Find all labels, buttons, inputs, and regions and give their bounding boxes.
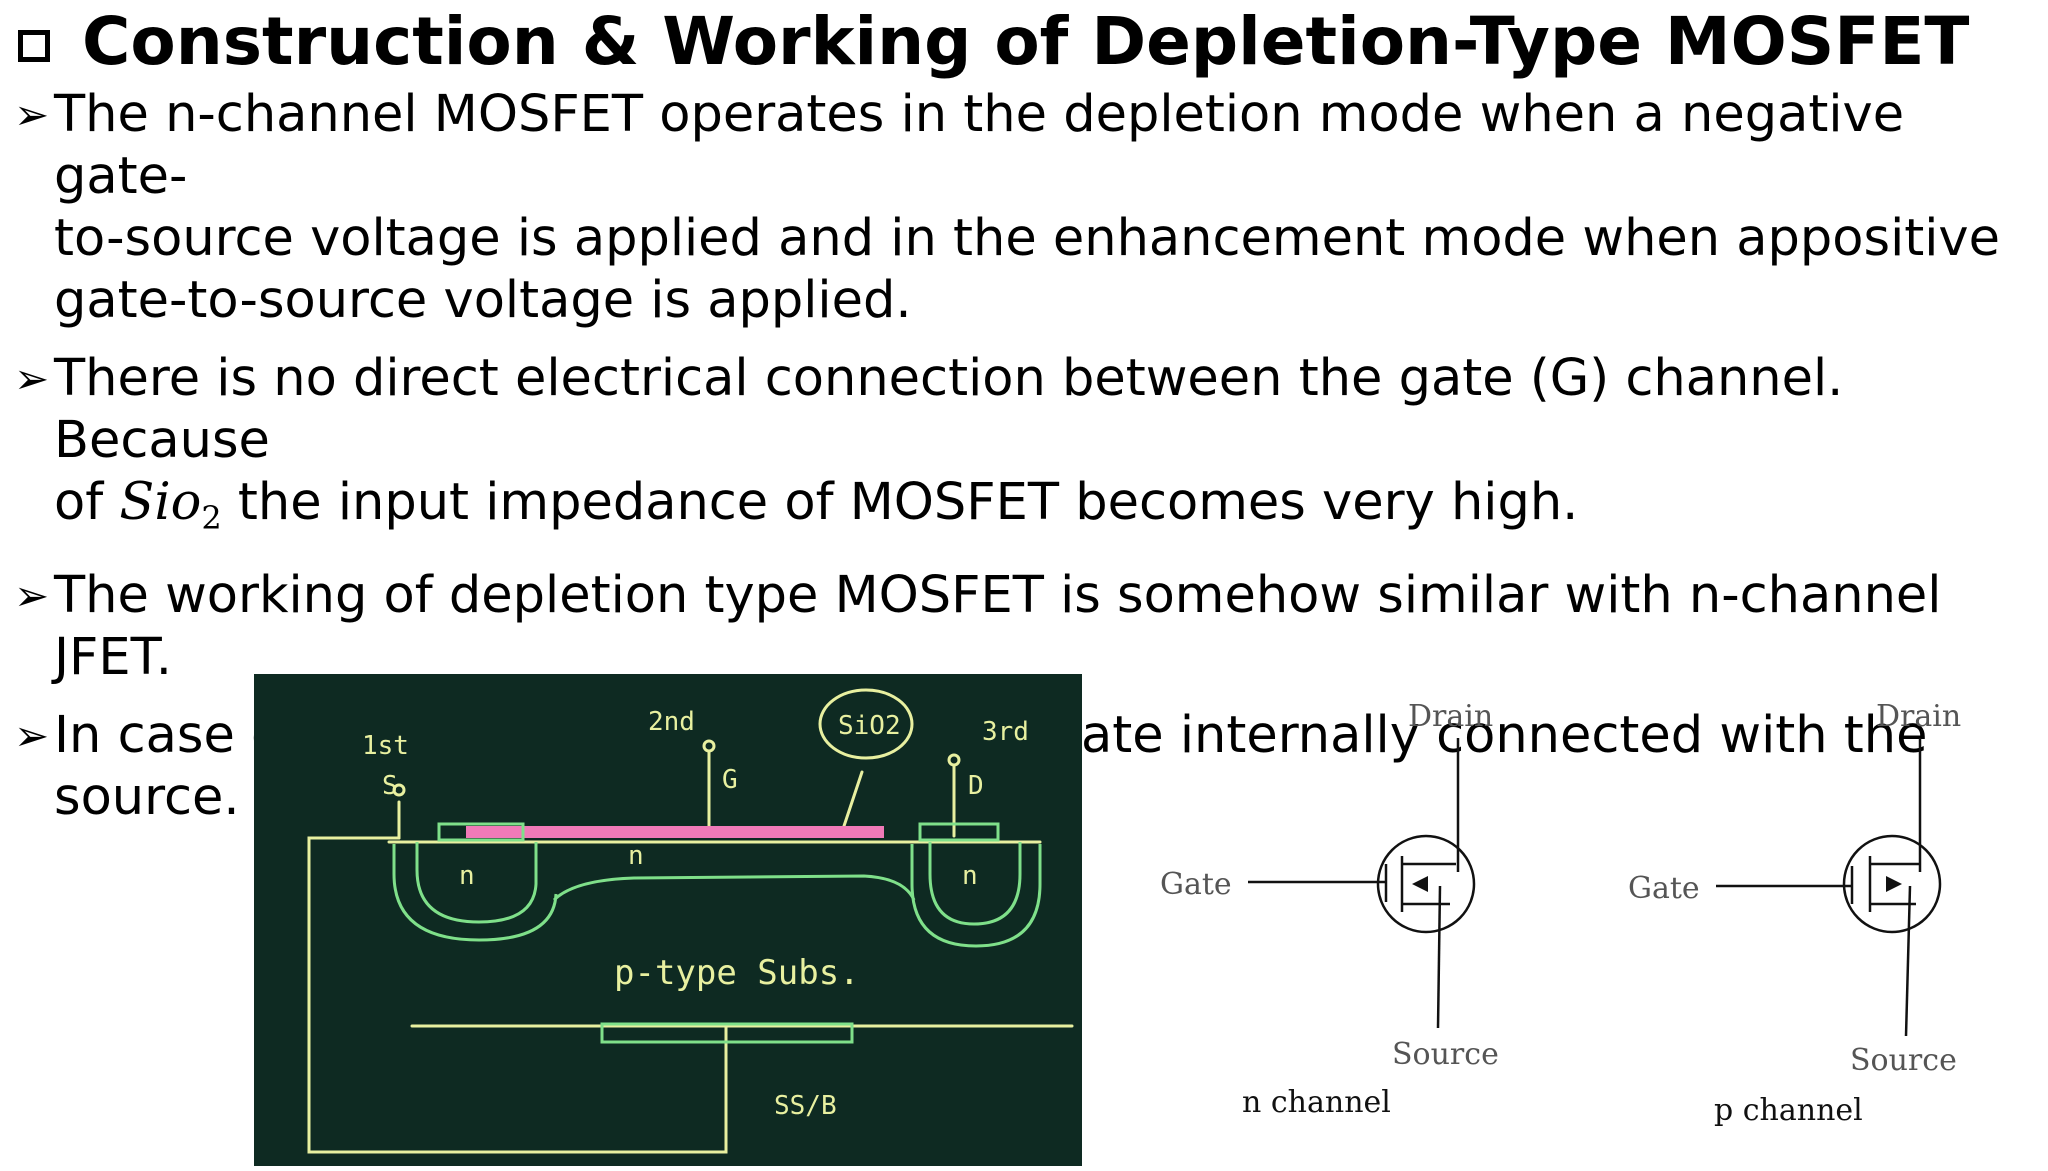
right-n-well-outer [910, 844, 1042, 948]
mosfet-symbols: Drain Gate Source Drain Gate Source n ch… [1130, 676, 2030, 1146]
second-label: 2nd [648, 707, 695, 737]
p-arrow-icon [1886, 876, 1902, 892]
ground-wire [307, 836, 728, 1154]
bullet-item: ➢ The n-channel MOSFET operates in the d… [14, 84, 2040, 332]
slide-title-text: Construction & Working of Depletion-Type… [82, 3, 1970, 80]
n-drain-label: Drain [1408, 699, 1493, 734]
n-gate-label: Gate [1160, 867, 1232, 902]
substrate-label: p-type Subs. [614, 953, 860, 993]
n-arrow-icon [1412, 876, 1428, 892]
source-contact [437, 822, 525, 842]
source-lead [392, 783, 406, 840]
n-source-lead [1436, 885, 1442, 1029]
p-drain-label: Drain [1876, 699, 1961, 734]
n-mid-label: n [628, 841, 644, 871]
bullet-text: There is no direct electrical connection… [54, 348, 2040, 549]
arrow-bullet-icon: ➢ [14, 90, 50, 139]
sio2-formula: Sio2 [119, 473, 221, 537]
n-right-label: n [962, 861, 978, 891]
drain-contact [918, 822, 1000, 842]
n-symbol-circle [1376, 834, 1476, 934]
sio2-label: SiO2 [838, 711, 901, 741]
first-label: 1st [362, 731, 409, 761]
g-label: G [722, 765, 738, 795]
n-channel-bottom [552, 874, 916, 902]
symbol-diagram: Drain Gate Source Drain Gate Source n ch… [1160, 699, 1961, 1128]
checkbox-bullet-icon [18, 30, 50, 62]
n-channel-caption: n channel [1242, 1085, 1391, 1120]
right-n-well [928, 842, 1022, 926]
third-label: 3rd [982, 717, 1029, 747]
chalkboard-sketch: 1st S 2nd G SiO2 3rd D n n n p-type Subs… [307, 688, 1074, 1154]
p-symbol-circle [1842, 834, 1942, 934]
sio2-layer [466, 826, 884, 838]
formula-subscript: 2 [201, 499, 222, 537]
bullet-item: ➢ There is no direct electrical connecti… [14, 348, 2040, 549]
n-source-label: Source [1392, 1037, 1499, 1072]
p-gate-label: Gate [1628, 871, 1700, 906]
arrow-bullet-icon: ➢ [14, 354, 50, 403]
slide-title: Construction & Working of Depletion-Type… [18, 2, 1969, 82]
ssb-label: SS/B [774, 1091, 837, 1121]
arrow-bullet-icon: ➢ [14, 571, 50, 620]
bullet-text: The working of depletion type MOSFET is … [54, 566, 1942, 687]
left-n-well [415, 842, 538, 924]
n-left-label: n [459, 861, 475, 891]
arrow-bullet-icon: ➢ [14, 711, 50, 760]
p-channel-caption: p channel [1714, 1093, 1863, 1128]
left-n-well-outer [392, 844, 558, 942]
mosfet-construction-photo: 1st S 2nd G SiO2 3rd D n n n p-type Subs… [254, 674, 1082, 1166]
substrate-contact [600, 1022, 854, 1044]
p-source-lead [1904, 885, 1912, 1037]
formula-base: Sio [119, 473, 202, 532]
sio2-circle [818, 688, 914, 760]
bullet-item: ➢ The working of depletion type MOSFET i… [14, 565, 2040, 689]
p-source-label: Source [1850, 1043, 1957, 1078]
d-label: D [968, 771, 984, 801]
s-label: S [382, 771, 398, 801]
bullet-text-part: the input impedance of MOSFET becomes ve… [221, 473, 1579, 532]
bullet-text-part: There is no direct electrical connection… [54, 349, 1844, 532]
bullet-text: The n-channel MOSFET operates in the dep… [54, 85, 2000, 330]
sio2-pointer [842, 770, 864, 828]
bullet-list: ➢ The n-channel MOSFET operates in the d… [14, 84, 2040, 845]
gate-lead [702, 739, 716, 833]
